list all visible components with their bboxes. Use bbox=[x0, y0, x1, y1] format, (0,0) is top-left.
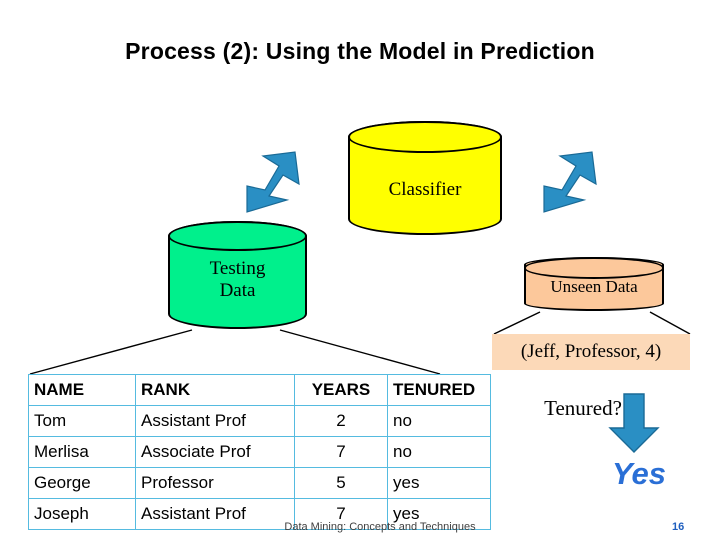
page-title: Process (2): Using the Model in Predicti… bbox=[125, 38, 595, 64]
table-header-rank: RANK bbox=[135, 374, 295, 406]
yes-wordart: Yes bbox=[611, 455, 667, 492]
arrow-down-icon bbox=[608, 393, 660, 453]
table-header-years: YEARS bbox=[294, 374, 388, 406]
unseen-data-label: Unseen Data bbox=[550, 277, 638, 296]
classifier-label: Classifier bbox=[388, 179, 462, 200]
testing-data-label: Testing Data bbox=[168, 258, 307, 302]
footer-page-number: 16 bbox=[672, 521, 685, 533]
table-row: Joseph Assistant Prof 7 yes bbox=[28, 498, 491, 530]
cell-rank: Assistant Prof bbox=[135, 498, 295, 530]
cell-tenured: no bbox=[387, 405, 491, 437]
cell-years: 2 bbox=[294, 405, 388, 437]
table-row: George Professor 5 yes bbox=[28, 467, 491, 499]
cell-name: George bbox=[28, 467, 136, 499]
cell-name: Joseph bbox=[28, 498, 136, 530]
double-arrow-left-icon bbox=[246, 151, 300, 213]
unseen-data-cylinder-top bbox=[524, 257, 664, 279]
table-row: Tom Assistant Prof 2 no bbox=[28, 405, 491, 437]
testing-data-label-line1: Testing bbox=[209, 258, 266, 279]
cell-rank: Professor bbox=[135, 467, 295, 499]
prediction-input-label: (Jeff, Professor, 4) bbox=[520, 341, 662, 362]
table-row: Merlisa Associate Prof 7 no bbox=[28, 436, 491, 468]
cell-rank: Assistant Prof bbox=[135, 405, 295, 437]
cell-name: Merlisa bbox=[28, 436, 136, 468]
cell-tenured: yes bbox=[387, 467, 491, 499]
yes-wordart-text: Yes bbox=[612, 456, 666, 491]
table-header-name: NAME bbox=[28, 374, 136, 406]
table-header-row: NAME RANK YEARS TENURED bbox=[28, 374, 491, 406]
footer-attribution: Data Mining: Concepts and Techniques bbox=[284, 521, 476, 533]
double-arrow-right-icon bbox=[543, 151, 597, 213]
prediction-input-box: (Jeff, Professor, 4) bbox=[492, 334, 690, 370]
classifier-cylinder: Classifier bbox=[348, 121, 502, 235]
unseen-data-cylinder: Unseen Data bbox=[524, 257, 664, 311]
cell-rank: Associate Prof bbox=[135, 436, 295, 468]
cell-tenured: no bbox=[387, 436, 491, 468]
testing-data-label-line2: Data bbox=[219, 279, 256, 301]
cell-name: Tom bbox=[28, 405, 136, 437]
cell-years: 7 bbox=[294, 436, 388, 468]
cell-years: 5 bbox=[294, 467, 388, 499]
cell-tenured: yes bbox=[387, 498, 491, 530]
testing-data-cylinder: Testing Data bbox=[168, 221, 307, 329]
testing-data-cylinder-top bbox=[168, 221, 307, 252]
table-header-tenured: TENURED bbox=[387, 374, 491, 406]
training-data-table: NAME RANK YEARS TENURED Tom Assistant Pr… bbox=[28, 374, 491, 530]
tenured-question-label: Tenured? bbox=[544, 396, 622, 420]
cell-years: 7 bbox=[294, 498, 388, 530]
classifier-cylinder-top bbox=[348, 121, 502, 153]
